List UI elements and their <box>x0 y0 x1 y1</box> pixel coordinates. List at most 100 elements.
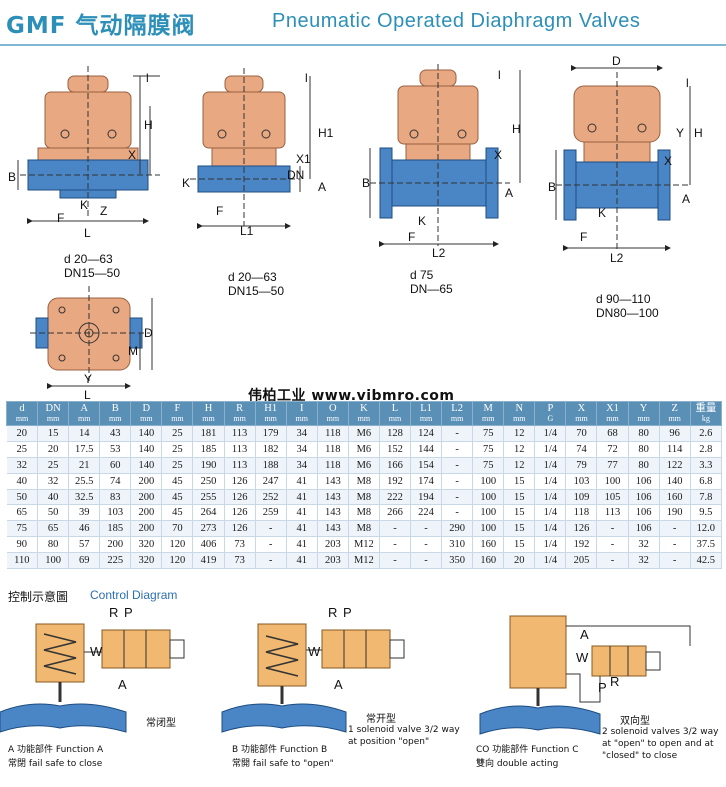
dim-label-d-top: D <box>144 326 153 340</box>
column-header-unit: mm <box>109 413 122 423</box>
table-cell: 21 <box>68 457 101 474</box>
table-cell: 37.5 <box>690 536 723 554</box>
table-cell: 224 <box>410 504 443 522</box>
dim-label-f: F <box>57 211 65 225</box>
column-header-name: Y <box>639 402 648 414</box>
table-cell: 15 <box>503 473 536 490</box>
table-cell: 100 <box>37 552 70 570</box>
table-cell: 75 <box>6 520 39 538</box>
column-header-name: DN <box>45 402 61 414</box>
column-header-unit: mm <box>606 413 619 423</box>
column-header-name: R <box>236 402 244 414</box>
table-cell: 1/4 <box>534 441 567 458</box>
dim-label-b-4: B <box>548 180 557 194</box>
dim-label-l-2: l <box>305 71 308 85</box>
column-header-name: P <box>547 402 554 414</box>
table-cell: M12 <box>348 552 380 570</box>
column-header-name: L1 <box>420 402 432 414</box>
table-cell: - <box>379 536 412 554</box>
table-cell: 126 <box>224 504 256 522</box>
column-header-unit: mm <box>202 413 215 423</box>
table-cell: 160 <box>472 536 505 554</box>
table-cell: M8 <box>348 473 380 490</box>
column-header-unit: mm <box>295 413 308 423</box>
letter-r-c: R <box>610 674 620 689</box>
column-header-name: I <box>299 402 304 414</box>
control-diagram-section: 控制示意圖 Control Diagram <box>0 582 726 787</box>
dim-label-y-top: Y <box>84 372 93 386</box>
function-a-line1: A 功能部件 Function A <box>8 745 104 755</box>
type-label-b: 常开型 <box>366 714 396 725</box>
dim-label-l2: L2 <box>432 246 446 260</box>
column-header-name: O <box>329 402 337 414</box>
table-cell: 45 <box>161 473 194 490</box>
table-cell: 118 <box>317 457 349 474</box>
table-cell: 73 <box>224 552 256 570</box>
table-cell: - <box>441 457 474 474</box>
table-cell: - <box>596 536 629 554</box>
column-header-unit: kg <box>701 413 710 423</box>
table-cell: 181 <box>192 425 225 442</box>
table-cell: 179 <box>255 425 287 442</box>
table-cell: 74 <box>565 441 598 458</box>
table-cell: 1/4 <box>534 520 567 538</box>
dim-label-y-4: Y <box>676 126 685 140</box>
table-cell: 140 <box>130 425 163 442</box>
table-cell: 12.0 <box>690 520 723 538</box>
dim-label-x-4: X <box>664 154 673 168</box>
table-cell: 118 <box>565 504 598 522</box>
valve-drawings: l H X B K Z F L l H1 X1 DN A K F L1 l H … <box>0 46 726 402</box>
table-cell: 320 <box>130 536 163 554</box>
table-cell: 103 <box>99 504 132 522</box>
table-cell: 25 <box>161 425 194 442</box>
table-cell: 90 <box>6 536 39 554</box>
table-cell: 72 <box>596 441 629 458</box>
column-header-name: A <box>80 402 88 414</box>
dim-label-x1: X1 <box>296 152 311 166</box>
table-cell: M8 <box>348 489 380 506</box>
dim-label-h-4: H <box>694 126 703 140</box>
table-cell: 15 <box>503 489 536 506</box>
column-header-name: d <box>19 402 25 414</box>
model-4-range: d 90—110 <box>596 292 651 306</box>
table-cell: - <box>441 441 474 458</box>
table-cell: 118 <box>317 441 349 458</box>
table-cell: 41 <box>286 504 318 522</box>
table-cell: - <box>410 536 443 554</box>
type-label-a: 常闭型 <box>146 718 176 729</box>
column-header-unit: mm <box>668 413 681 423</box>
table-cell: 1/4 <box>534 473 567 490</box>
table-cell: - <box>410 520 443 538</box>
model-label-4: d 90—110 DN80—100 <box>596 292 659 320</box>
table-cell: 40 <box>6 473 39 490</box>
table-cell: 25 <box>161 441 194 458</box>
column-header-name: L2 <box>451 402 463 414</box>
table-cell: 174 <box>410 473 443 490</box>
model-2-range: d 20—63 <box>228 270 277 284</box>
table-cell: 2.8 <box>690 441 723 458</box>
table-cell: 1/4 <box>534 489 567 506</box>
table-cell: 1/4 <box>534 457 567 474</box>
column-header-name: N <box>515 402 524 414</box>
dim-label-m-top: M <box>128 344 138 358</box>
table-cell: 100 <box>472 504 505 522</box>
table-cell: 80 <box>37 536 70 554</box>
table-cell: 25 <box>161 457 194 474</box>
note-c-line1: 2 solenoid valves 3/2 way <box>602 727 719 737</box>
column-header-name: Z <box>671 402 678 414</box>
column-header-name: D <box>142 402 151 414</box>
model-3-dn: DN—65 <box>410 282 453 296</box>
column-header-name: 重量 <box>695 402 717 414</box>
